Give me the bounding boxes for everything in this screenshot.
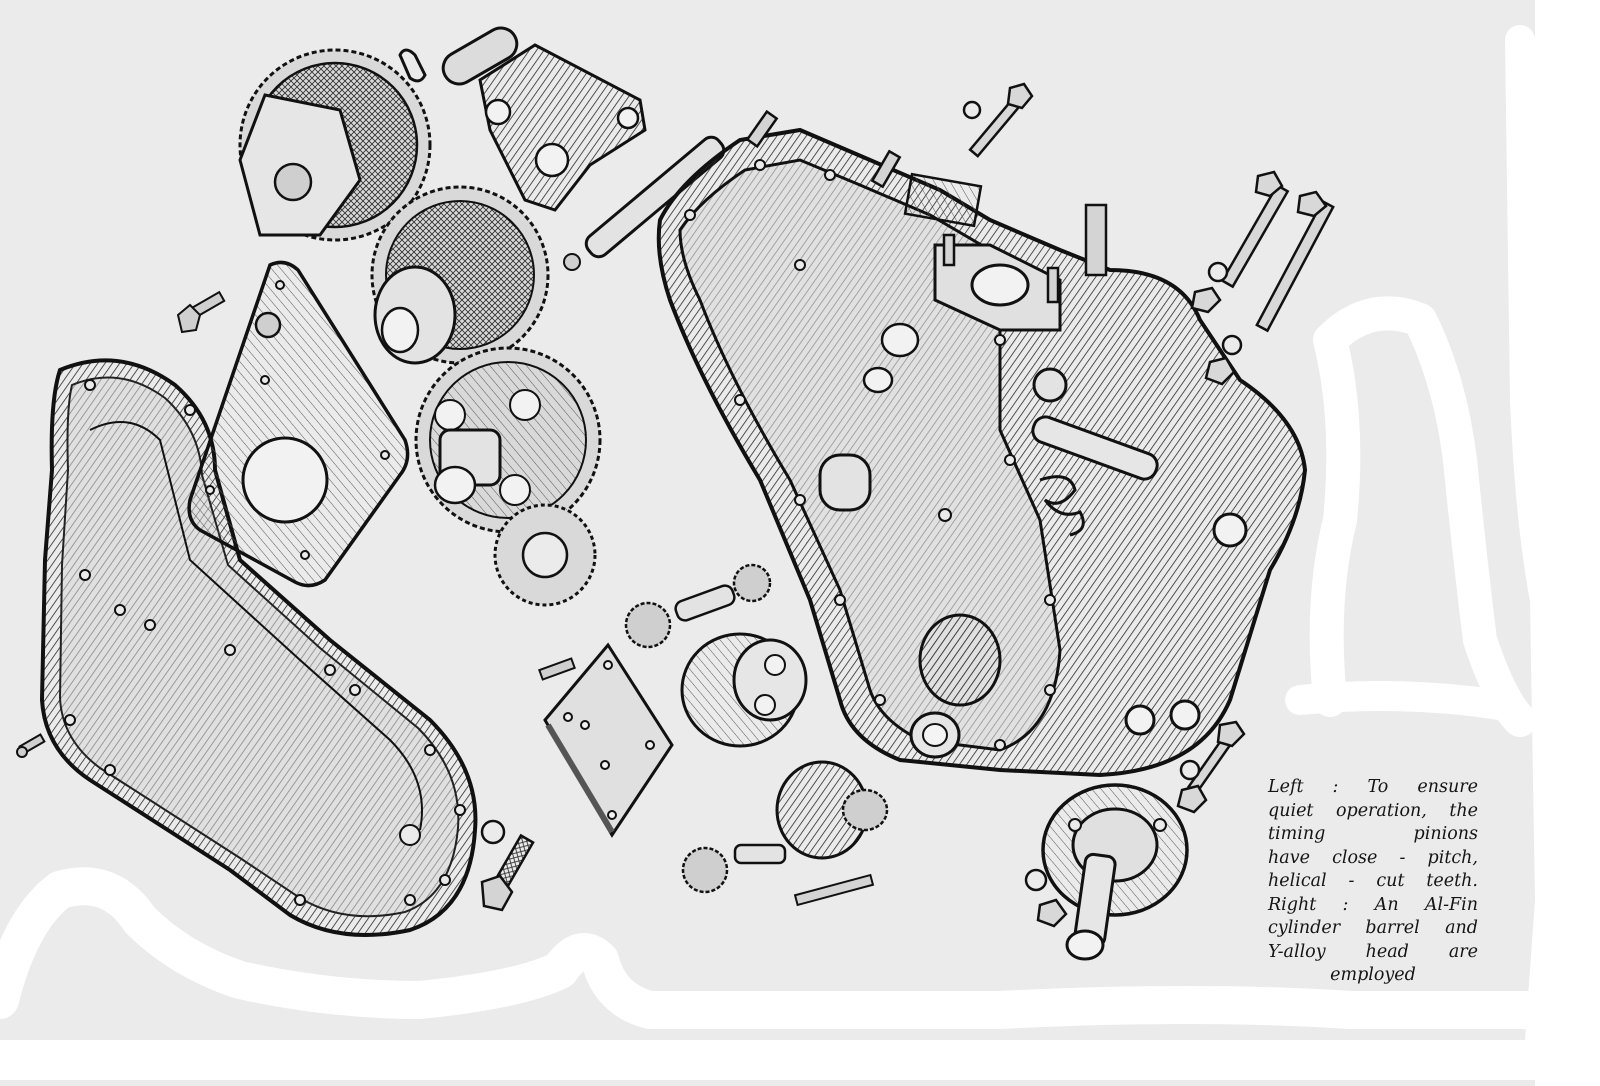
caption-line: have close - pitch, (1268, 847, 1478, 868)
crankcase-half (656, 127, 1308, 778)
tappet-guide-block (441, 26, 647, 212)
caption-line: timing pinions (1268, 824, 1478, 844)
oil-pump-drive (681, 760, 889, 907)
oil-pump-body (680, 632, 808, 748)
caption-line: cylinder barrel and (1268, 918, 1478, 938)
pipe-fitting (480, 819, 535, 912)
caption-line: Left : To ensure (1268, 777, 1478, 797)
oil-pump-screw (538, 657, 576, 681)
caption-line: employed (1330, 965, 1416, 985)
timing-cover (39, 358, 478, 937)
oil-pump-plate (543, 642, 674, 838)
crankcase-studs (745, 109, 1108, 304)
main-bearing-boss (909, 613, 1002, 759)
cylinder-bolts (962, 82, 1335, 386)
oil-pump-pinions (624, 563, 772, 649)
back-plate (187, 260, 410, 588)
print-scratches (0, 25, 1600, 1080)
caption-line: Y-alloy head are (1268, 941, 1478, 962)
crankshaft-pinion (493, 503, 597, 607)
caption-line: helical - cut teeth. (1268, 871, 1478, 891)
screw-lower-left (16, 733, 46, 758)
figure-caption: Left : To ensure quiet operation, the ti… (1268, 776, 1478, 988)
flange-shaft (1041, 783, 1189, 961)
cam-gear-large (238, 48, 432, 242)
spring-clip (398, 48, 427, 83)
small-bolts-lower-right (1024, 720, 1246, 928)
cam-gear-second (414, 346, 602, 534)
bolt-back-plate (176, 290, 226, 334)
caption-line: Right : An Al-Fin (1268, 894, 1478, 915)
idler-gear (370, 185, 550, 365)
caption-line: quiet operation, the (1268, 800, 1478, 821)
spindle-rod (563, 135, 726, 271)
